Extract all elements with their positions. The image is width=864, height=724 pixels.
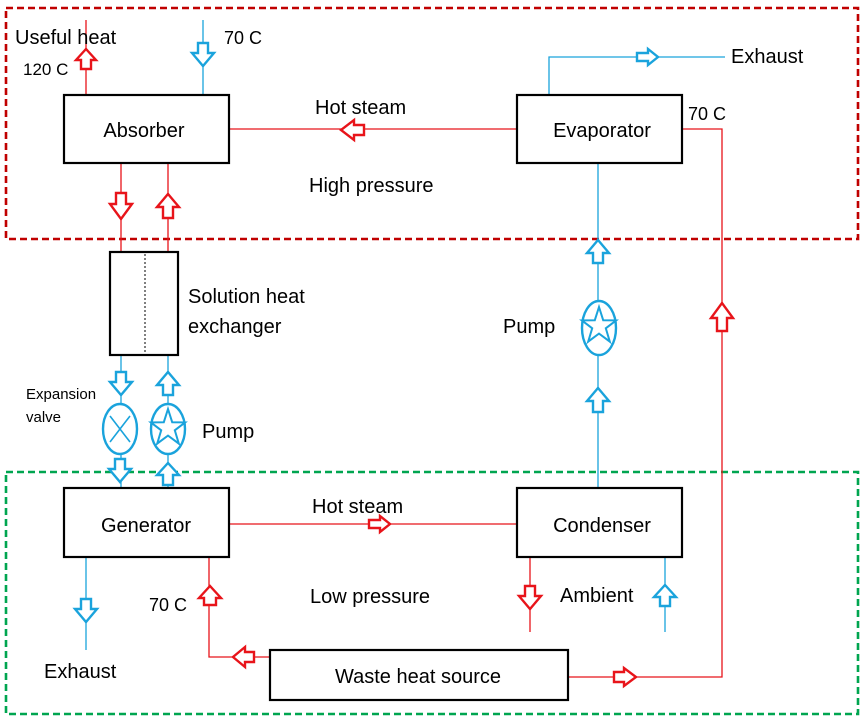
return-line-up-arrow-icon	[708, 300, 736, 333]
hot-steam-bottom-label: Hot steam	[312, 496, 403, 518]
hot-flow-lines	[85, 20, 723, 678]
evaporator-feed-up-arrow-icon	[584, 238, 612, 265]
exhaust-top-label: Exhaust	[731, 46, 804, 68]
absorber-down-arrow-icon	[107, 191, 135, 222]
hot-steam-top-left-arrow-icon	[339, 117, 366, 143]
waste-heat-source-label: Waste heat source	[335, 666, 501, 688]
generator-70c-label: 70 C	[149, 595, 187, 615]
generator-in-down-arrow-icon	[106, 457, 134, 484]
ambient-label: Ambient	[560, 585, 634, 607]
absorber-up-arrow-icon	[154, 192, 182, 220]
waste-heat-left-arrow-icon	[231, 644, 256, 670]
solution-heat-exchanger-block	[108, 250, 180, 357]
generator-label: Generator	[101, 515, 191, 537]
evaporator-block: Evaporator	[515, 93, 684, 165]
expansion-valve-label-line1: Expansion	[26, 386, 96, 403]
high-pressure-zone	[4, 6, 860, 241]
temp-120c-label: 120 C	[23, 60, 68, 79]
expansion-valve-label-line2: valve	[26, 409, 61, 426]
generator-out-up-arrow-icon	[154, 461, 182, 487]
hot-steam-bottom-right-arrow-icon	[367, 513, 392, 535]
inlet-70c-label: 70 C	[224, 28, 262, 48]
pump-icon-left	[148, 402, 188, 456]
waste-heat-source-block: Waste heat source	[268, 648, 570, 702]
exhaust-top-right-arrow-icon	[635, 46, 660, 68]
pump-right-label: Pump	[503, 316, 555, 338]
ambient-up-arrow-icon	[651, 583, 679, 608]
pump-icon-right	[579, 299, 619, 357]
hx-up-arrow-icon	[154, 370, 182, 397]
low-pressure-zone	[4, 470, 860, 716]
waste-heat-right-arrow-icon	[612, 665, 638, 689]
absorber-label: Absorber	[103, 120, 184, 142]
condenser-down-arrow-icon	[516, 584, 544, 611]
pump-right-up-arrow-icon	[584, 386, 612, 414]
evaporator-70c-label: 70 C	[688, 104, 726, 124]
useful-heat-up-arrow-icon	[73, 47, 99, 71]
hx-down-arrow-icon	[107, 370, 135, 397]
solution-heat-exchanger-label-line2: exchanger	[188, 316, 282, 338]
generator-block: Generator	[62, 486, 231, 559]
evaporator-label: Evaporator	[553, 120, 651, 142]
low-pressure-label: Low pressure	[310, 586, 430, 608]
condenser-label: Condenser	[553, 515, 651, 537]
hot-steam-top-label: Hot steam	[315, 97, 406, 119]
useful-heat-label: Useful heat	[15, 27, 117, 49]
pump-left-label: Pump	[202, 421, 254, 443]
generator-up-arrow-icon	[196, 584, 224, 607]
solution-heat-exchanger-label-line1: Solution heat	[188, 286, 305, 308]
expansion-valve-icon	[101, 402, 139, 456]
exhaust-bottom-label: Exhaust	[44, 661, 117, 683]
exhaust-bottom-down-arrow-icon	[72, 597, 100, 624]
absorber-block: Absorber	[62, 93, 231, 165]
high-pressure-label: High pressure	[309, 175, 434, 197]
inlet-down-arrow-icon	[189, 41, 217, 68]
condenser-block: Condenser	[515, 486, 684, 559]
